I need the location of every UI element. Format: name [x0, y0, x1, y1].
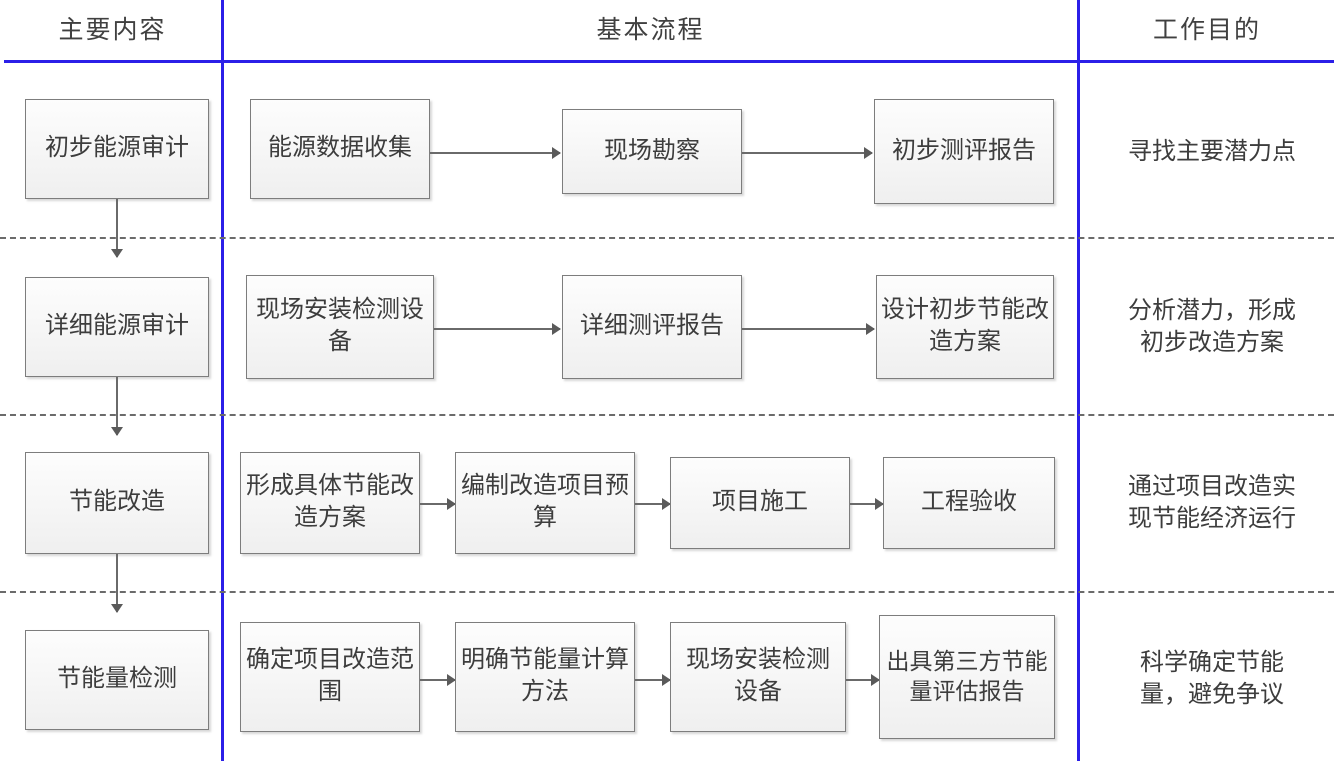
row-separator-2: [0, 414, 1334, 416]
process-box-r4-s4[interactable]: 出具第三方节能量评估报告: [879, 615, 1055, 739]
stage-connector-1-2: [116, 199, 118, 257]
purpose-text-row4: 科学确定节能 量，避免争议: [1140, 649, 1284, 708]
arrow-r4-s1-s2: [420, 679, 455, 681]
process-box-r3-s1[interactable]: 形成具体节能改造方案: [240, 452, 420, 554]
process-box-r1-s2[interactable]: 现场勘察: [562, 109, 742, 194]
process-box-r2-s2[interactable]: 详细测评报告: [562, 275, 742, 379]
arrow-r3-s3-s4: [850, 503, 883, 505]
arrow-r2-s1-s2: [434, 328, 560, 330]
purpose-text-row1: 寻找主要潜力点: [1128, 139, 1296, 166]
stage-box-row2[interactable]: 详细能源审计: [25, 277, 209, 377]
column-divider-left: [221, 0, 224, 761]
stage-connector-3-4: [116, 554, 118, 612]
stage-connector-2-3: [116, 377, 118, 435]
arrow-r3-s2-s3: [635, 503, 670, 505]
process-box-r3-s4[interactable]: 工程验收: [883, 457, 1055, 549]
arrow-r3-s1-s2: [420, 503, 455, 505]
purpose-text-row2: 分析潜力，形成 初步改造方案: [1128, 297, 1296, 356]
arrow-r1-s2-s3: [742, 152, 872, 154]
row-separator-3: [0, 591, 1334, 593]
column-divider-right: [1077, 0, 1080, 761]
column-header-basic-process: 基本流程: [596, 17, 705, 44]
process-box-r2-s3[interactable]: 设计初步节能改造方案: [876, 275, 1054, 379]
stage-box-row1[interactable]: 初步能源审计: [25, 99, 209, 199]
purpose-text-row3: 通过项目改造实 现节能经济运行: [1128, 473, 1296, 532]
process-box-r2-s1[interactable]: 现场安装检测设备: [246, 275, 434, 379]
arrow-r1-s1-s2: [430, 152, 560, 154]
process-box-r4-s3[interactable]: 现场安装检测设备: [670, 622, 846, 732]
process-box-r4-s2[interactable]: 明确节能量计算方法: [455, 622, 635, 732]
stage-box-row4[interactable]: 节能量检测: [25, 630, 209, 730]
arrow-r4-s2-s3: [635, 679, 670, 681]
process-box-r3-s3[interactable]: 项目施工: [670, 457, 850, 549]
column-header-work-purpose: 工作目的: [1152, 17, 1261, 44]
process-box-r3-s2[interactable]: 编制改造项目预算: [455, 452, 635, 554]
row-separator-1: [0, 237, 1334, 239]
column-header-main-content: 主要内容: [58, 17, 167, 44]
arrow-r2-s2-s3: [742, 328, 874, 330]
arrow-r4-s3-s4: [846, 679, 879, 681]
process-box-r4-s1[interactable]: 确定项目改造范围: [240, 622, 420, 732]
header-divider-line: [4, 60, 1334, 63]
stage-box-row3[interactable]: 节能改造: [25, 452, 209, 554]
process-box-r1-s3[interactable]: 初步测评报告: [874, 99, 1054, 204]
process-box-r1-s1[interactable]: 能源数据收集: [250, 99, 430, 199]
